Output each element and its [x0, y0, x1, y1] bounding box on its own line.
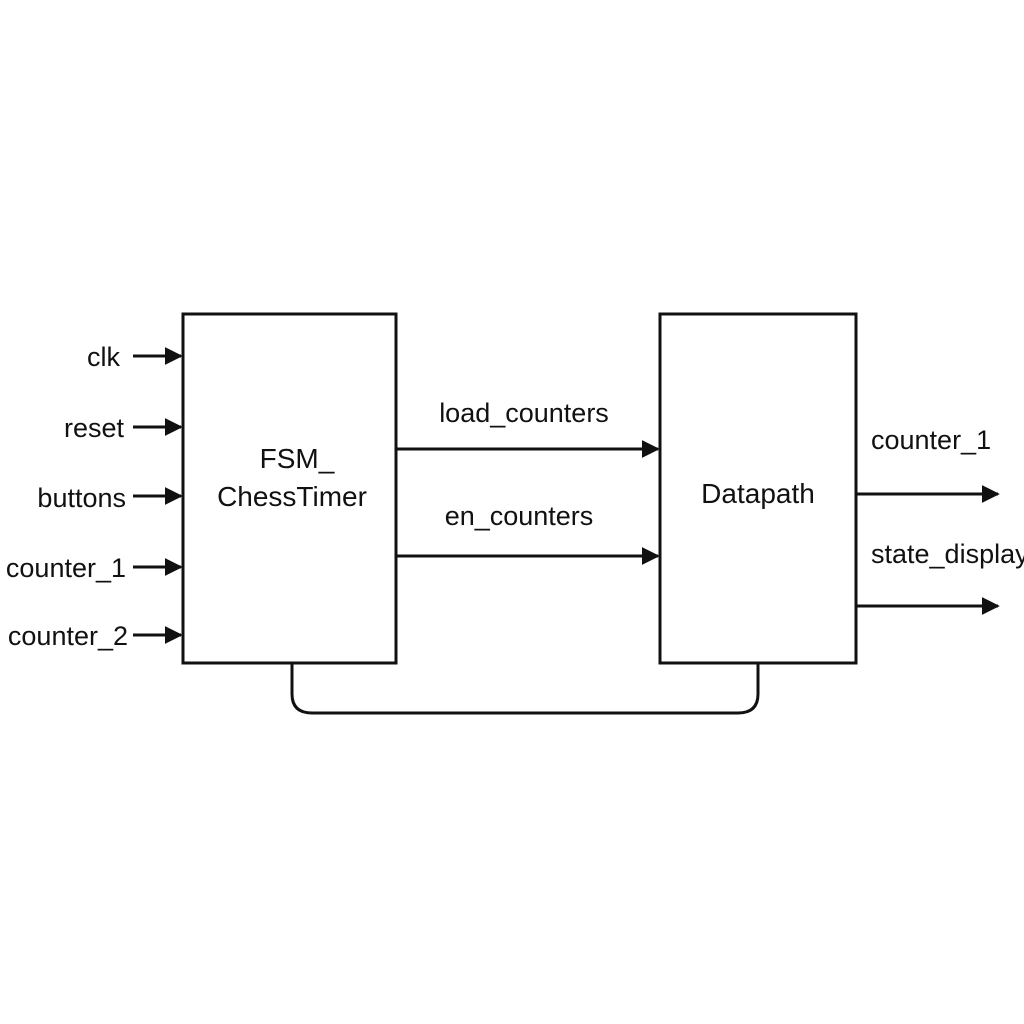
- input-label-buttons: buttons: [37, 483, 126, 513]
- input-label-counter-1: counter_1: [6, 553, 126, 583]
- signal-label-en-counters: en_counters: [445, 501, 594, 531]
- datapath-block-label: Datapath: [701, 478, 815, 509]
- signal-label-load-counters: load_counters: [439, 398, 609, 428]
- feedback-connection: [290, 663, 760, 715]
- datapath-block: Datapath: [658, 312, 858, 665]
- output-label-counter-1: counter_1: [871, 425, 991, 455]
- output-label-state-display: state_display: [871, 539, 1024, 569]
- input-label-counter-2: counter_2: [8, 621, 128, 651]
- fsm-block-label-line2: ChessTimer: [217, 481, 367, 512]
- input-label-reset: reset: [64, 413, 125, 443]
- fsm-block-label-line1: FSM_: [260, 443, 335, 474]
- input-label-clk: clk: [87, 342, 120, 372]
- fsm-chesstimer-block: FSM_ ChessTimer: [181, 312, 398, 665]
